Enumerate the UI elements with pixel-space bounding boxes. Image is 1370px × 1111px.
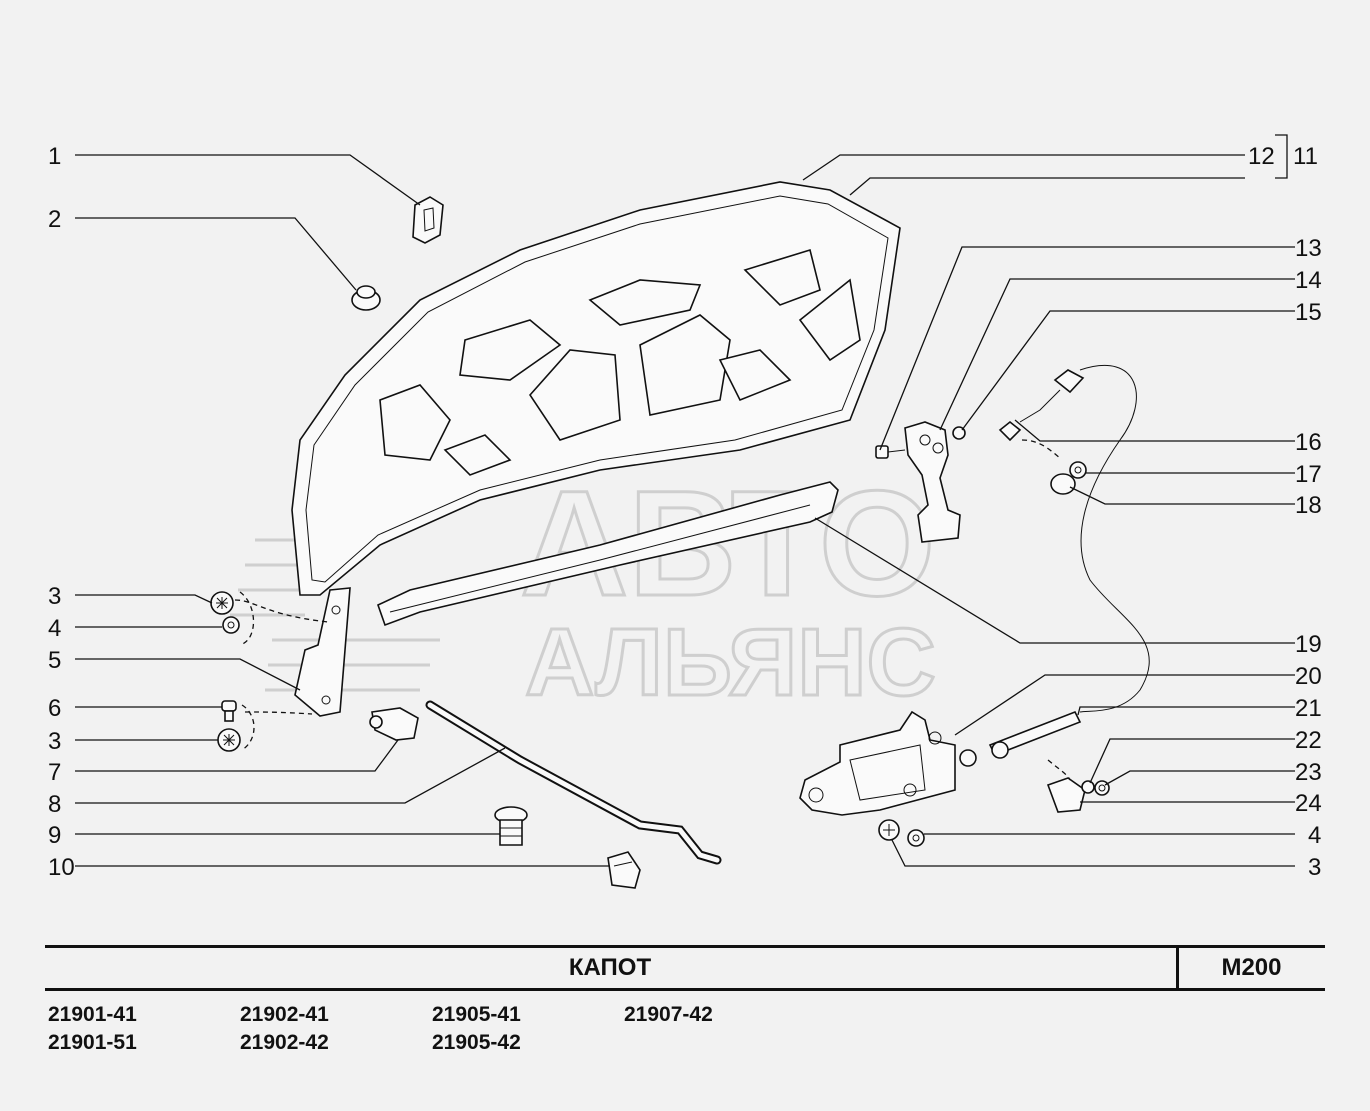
callout-3: 3 [48, 583, 61, 610]
callout-24: 24 [1295, 790, 1322, 817]
part-1-clip [412, 196, 444, 244]
variant-code: 21902-42 [240, 1031, 329, 1054]
callout-4-right: 4 [1308, 822, 1321, 849]
part-14-release-handle [904, 421, 961, 543]
part-6-bolt [221, 700, 237, 722]
callout-17: 17 [1295, 461, 1322, 488]
callout-2: 2 [48, 206, 61, 233]
variant-code: 21901-41 [48, 1003, 137, 1026]
part-2-bump-stop [351, 285, 381, 311]
callout-1: 1 [48, 143, 61, 170]
watermark-line1: АВТО [520, 459, 936, 627]
diagram-title: КАПОТ [568, 954, 652, 981]
callout-10: 10 [48, 854, 75, 881]
part-19-seal [377, 481, 839, 627]
part-23-nut [1094, 780, 1110, 796]
callout-21: 21 [1295, 695, 1322, 722]
part-24-cable-clamp [1046, 777, 1086, 813]
callout-16: 16 [1295, 429, 1322, 456]
callout-23: 23 [1295, 759, 1322, 786]
leaders-left [75, 154, 610, 867]
watermark: АВТО АЛЬЯНС [230, 458, 937, 718]
assembly-line [244, 711, 313, 715]
leaders-right [802, 134, 1295, 867]
part-8-prop-rod [425, 700, 722, 865]
part-5-hinge [294, 587, 351, 717]
callout-11: 11 [1293, 143, 1318, 170]
callout-12: 12 [1248, 143, 1275, 170]
callout-22: 22 [1295, 727, 1322, 754]
callout-6: 6 [48, 695, 61, 722]
part-3-washer-lock [878, 819, 900, 841]
part-10-clip [607, 851, 641, 889]
part-21-cable-sheath [959, 710, 1082, 767]
part-20-hood-lock [799, 710, 956, 816]
part-18-grommet [1050, 473, 1076, 495]
part-3-washer-upper [210, 591, 234, 615]
callout-3b: 3 [48, 728, 61, 755]
variant-code: 21905-41 [432, 1003, 521, 1026]
callout-9: 9 [48, 822, 61, 849]
callout-14: 14 [1295, 267, 1322, 294]
callout-13: 13 [1295, 235, 1322, 262]
assembly-line [234, 599, 329, 623]
variant-code: 21902-41 [240, 1003, 329, 1026]
part-17-grommet [1069, 461, 1087, 479]
variant-code: 21901-51 [48, 1031, 137, 1054]
assembly-line [1047, 759, 1071, 781]
callout-18: 18 [1295, 492, 1322, 519]
part-16-release-cable [998, 364, 1150, 713]
callout-19: 19 [1295, 631, 1322, 658]
part-22-washer [1081, 780, 1095, 794]
part-4-nut-upper [222, 616, 240, 634]
title-block-bottom-rule [45, 988, 1325, 991]
callout-7: 7 [48, 759, 61, 786]
hood-panel [291, 181, 901, 596]
callouts-left: 1 2 3 4 5 6 3 7 8 9 10 [48, 143, 75, 881]
watermark-line2: АЛЬЯНС [525, 609, 936, 716]
diagram-code: М200 [1221, 954, 1282, 981]
callout-3-right: 3 [1308, 854, 1321, 881]
assembly-line [239, 591, 254, 646]
part-4-nut-lock [907, 829, 925, 847]
part-7-prop-holder [369, 707, 419, 741]
callout-20: 20 [1295, 663, 1322, 690]
assembly-line [241, 704, 255, 751]
title-block-divider [1176, 945, 1179, 991]
callout-4: 4 [48, 615, 61, 642]
callouts-right: 12 11 13 14 15 16 17 18 19 20 21 22 23 2… [1248, 143, 1322, 881]
callout-8: 8 [48, 791, 61, 818]
part-9-rubber-bumper [494, 806, 528, 846]
variant-code: 21907-42 [624, 1003, 713, 1026]
callout-5: 5 [48, 647, 61, 674]
title-block-top-rule [45, 945, 1325, 948]
variant-code: 21905-42 [432, 1031, 521, 1054]
callout-15: 15 [1295, 299, 1322, 326]
part-3-washer-lower [217, 728, 241, 752]
